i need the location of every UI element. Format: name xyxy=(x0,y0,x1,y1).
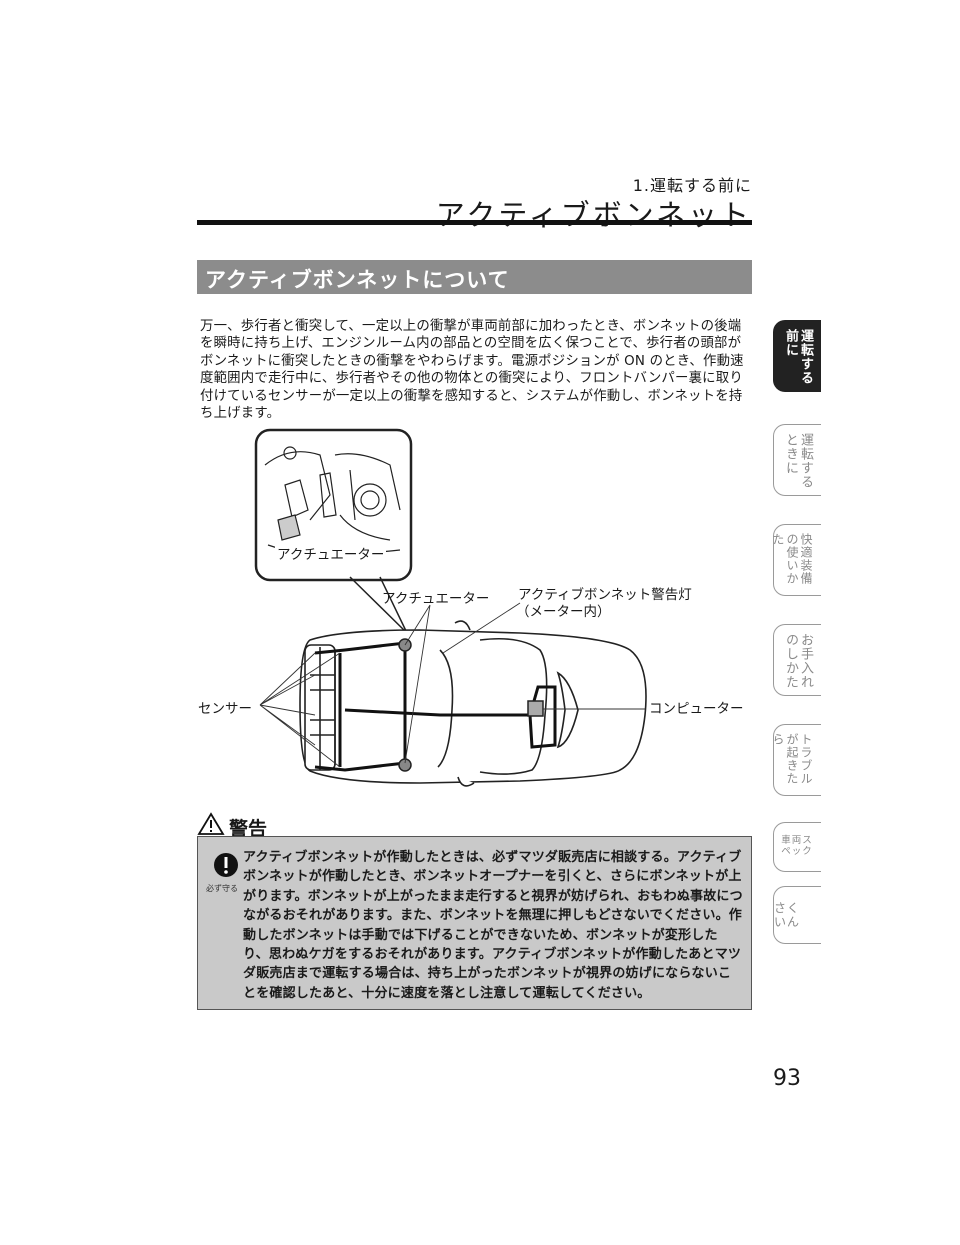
must-follow-label: 必ず守る xyxy=(206,884,238,893)
warning-heading: 警告 xyxy=(229,818,268,840)
page-title: アクティブボンネット xyxy=(435,198,752,232)
warning-lamp-label: アクティブボンネット警告灯 xyxy=(518,587,692,603)
tab-label: 車両スペック xyxy=(781,835,813,857)
engine-bay-inset xyxy=(254,428,413,582)
tab-when-driving[interactable]: 運転するときに xyxy=(773,424,821,496)
active-bonnet-diagram: アクチュエーター アクチュエーター アクティブボンネット警告灯 （メーター内） … xyxy=(190,425,750,805)
tab-index[interactable]: さくいん xyxy=(773,886,821,944)
actuator-label: アクチュエーター xyxy=(382,591,490,607)
actuator-inset-label: アクチュエーター xyxy=(275,543,387,563)
must-follow-icon xyxy=(214,853,238,877)
title-rule xyxy=(197,220,752,225)
tab-comfort-equipment[interactable]: 快適装備の使いかた xyxy=(771,524,821,596)
intro-paragraph: 万一、歩行者と衝突して、一定以上の衝撃が車両前部に加わったとき、ボンネットの後端… xyxy=(200,319,744,422)
tab-label: 運転するときに xyxy=(783,433,813,489)
computer-label: コンピューター xyxy=(649,701,744,717)
tab-label: さくいん xyxy=(774,901,801,929)
tab-vehicle-specs[interactable]: 車両スペック xyxy=(773,822,821,872)
warning-text: アクティブボンネットが作動したときは、必ずマツダ販売店に相談する。アクティブボン… xyxy=(243,850,743,1001)
tab-label: お手入れのしかた xyxy=(783,633,813,689)
chapter-title: 1.運転する前に xyxy=(632,176,752,195)
tab-label: トラブルが起きたら xyxy=(771,733,813,785)
tab-label: 快適装備の使いかた xyxy=(771,533,813,585)
warning-triangle-icon xyxy=(197,812,225,835)
page-number: 93 xyxy=(773,1066,801,1091)
tab-maintenance[interactable]: お手入れのしかた xyxy=(773,624,821,696)
warning-box xyxy=(197,836,752,1010)
car-body xyxy=(299,620,647,787)
wiring-harness xyxy=(314,641,557,772)
section-title: アクティブボンネットについて xyxy=(205,268,510,292)
car-illustration xyxy=(254,428,647,787)
sensor-label: センサー xyxy=(198,701,252,717)
warning-lamp-sublabel: （メーター内） xyxy=(516,604,611,620)
tab-label: 運転する前に xyxy=(783,329,813,385)
tab-before-driving[interactable]: 運転する前に xyxy=(773,320,821,392)
section-header-bar xyxy=(197,260,752,294)
tab-troubleshooting[interactable]: トラブルが起きたら xyxy=(771,724,821,796)
